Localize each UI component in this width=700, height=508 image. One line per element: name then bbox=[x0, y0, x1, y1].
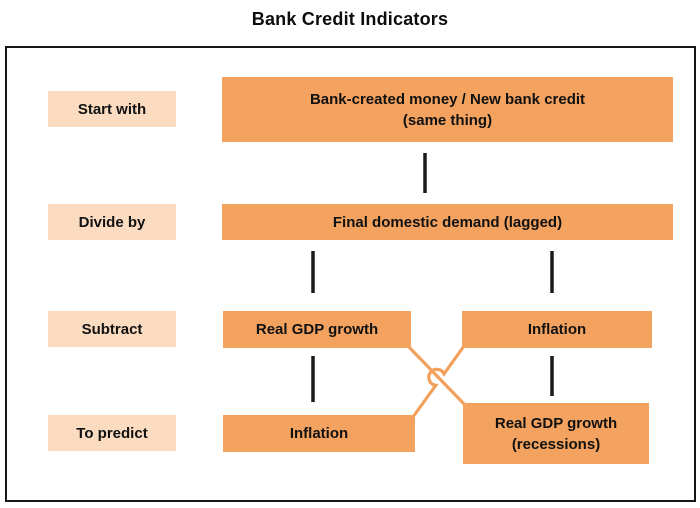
row-label-text: Subtract bbox=[81, 320, 143, 338]
box-text: Inflation bbox=[289, 425, 349, 442]
row-label-text: To predict bbox=[76, 424, 148, 442]
box-text: Real GDP growth bbox=[255, 321, 379, 338]
box-bank-created-money: Bank-created money / New bank credit (sa… bbox=[222, 77, 673, 142]
row-label-text: Divide by bbox=[78, 213, 146, 231]
box-real-gdp-growth: Real GDP growth bbox=[223, 311, 411, 348]
row-label-divide-by: Divide by bbox=[48, 204, 176, 240]
diagram-frame bbox=[5, 46, 696, 502]
box-text: Inflation bbox=[527, 321, 587, 338]
box-inflation-predict: Inflation bbox=[223, 415, 415, 452]
box-final-domestic-demand: Final domestic demand (lagged) bbox=[222, 204, 673, 240]
cross-line-inflation-with-hop bbox=[411, 345, 466, 418]
box-text-line2: (recessions) bbox=[511, 435, 601, 453]
box-text-line2: (same thing) bbox=[402, 111, 493, 129]
row-label-start-with: Start with bbox=[48, 91, 176, 127]
box-text-line1: Bank-created money / New bank credit bbox=[309, 90, 586, 108]
box-text-line1: Real GDP growth bbox=[494, 414, 618, 432]
row-label-text: Start with bbox=[77, 100, 147, 118]
box-inflation-subtract: Inflation bbox=[462, 311, 652, 348]
diagram-title: Bank Credit Indicators bbox=[251, 9, 449, 29]
cross-line-gdp-to-recessions bbox=[405, 343, 468, 408]
box-real-gdp-growth-recessions: Real GDP growth (recessions) bbox=[463, 403, 649, 464]
box-text: Final domestic demand (lagged) bbox=[332, 213, 563, 231]
row-label-to-predict: To predict bbox=[48, 415, 176, 451]
row-label-subtract: Subtract bbox=[48, 311, 176, 347]
